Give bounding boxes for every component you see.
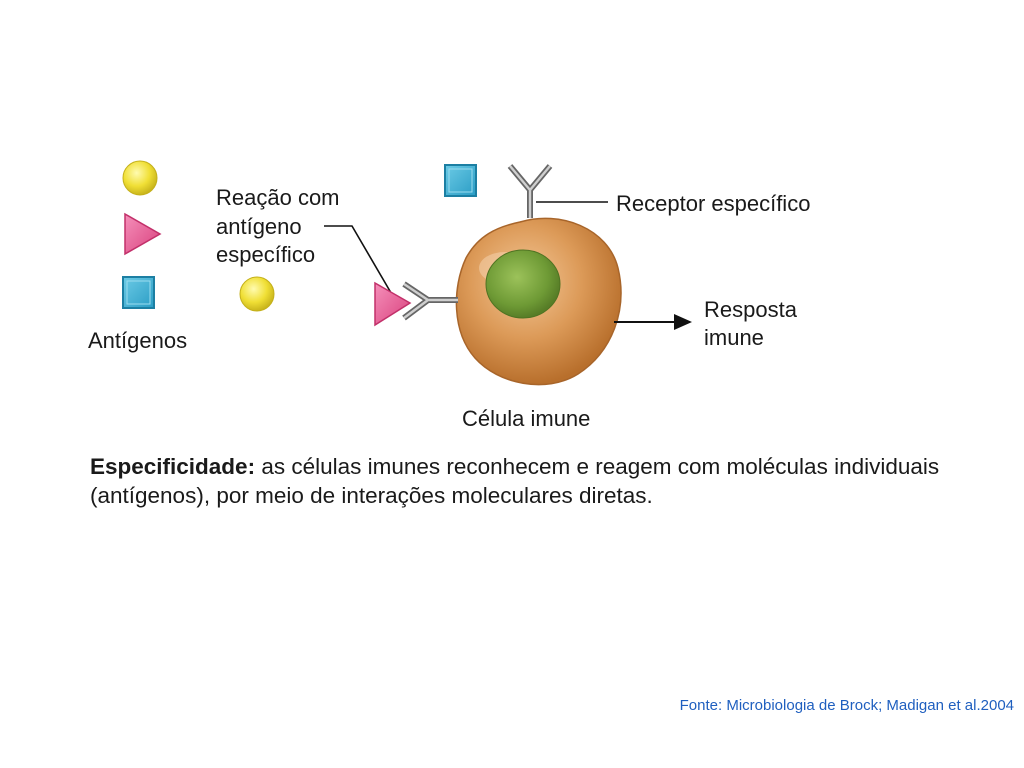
left-receptor	[402, 281, 458, 321]
antigen-triangle-1	[124, 212, 162, 256]
bound-antigen-triangle	[374, 281, 412, 327]
receptor-label: Receptor específico	[616, 191, 810, 216]
specificity-caption: Especificidade: as células imunes reconh…	[90, 452, 970, 510]
response-label-line-1: Resposta	[704, 297, 798, 322]
antigens-label: Antígenos	[88, 328, 187, 353]
top-receptor	[507, 164, 553, 218]
source-citation: Fonte: Microbiologia de Brock; Madigan e…	[679, 697, 1014, 714]
reaction-leader-line	[324, 225, 395, 299]
cell-label: Célula imune	[462, 406, 590, 431]
response-label-line-2: imune	[704, 325, 764, 350]
reaction-label-line-3: específico	[216, 242, 315, 267]
caption-text: as células imunes reconhecem e reagem co…	[90, 454, 940, 508]
cell-nucleus	[485, 249, 561, 319]
antigen-square-1	[122, 276, 155, 309]
antigen-square-2	[444, 164, 477, 197]
caption-term: Especificidade:	[90, 454, 256, 479]
antigen-circle-2	[239, 276, 275, 312]
antigen-circle-1	[122, 160, 158, 196]
reaction-label-line-2: antígeno	[216, 214, 302, 239]
reaction-label-line-1: Reação com	[216, 185, 340, 210]
